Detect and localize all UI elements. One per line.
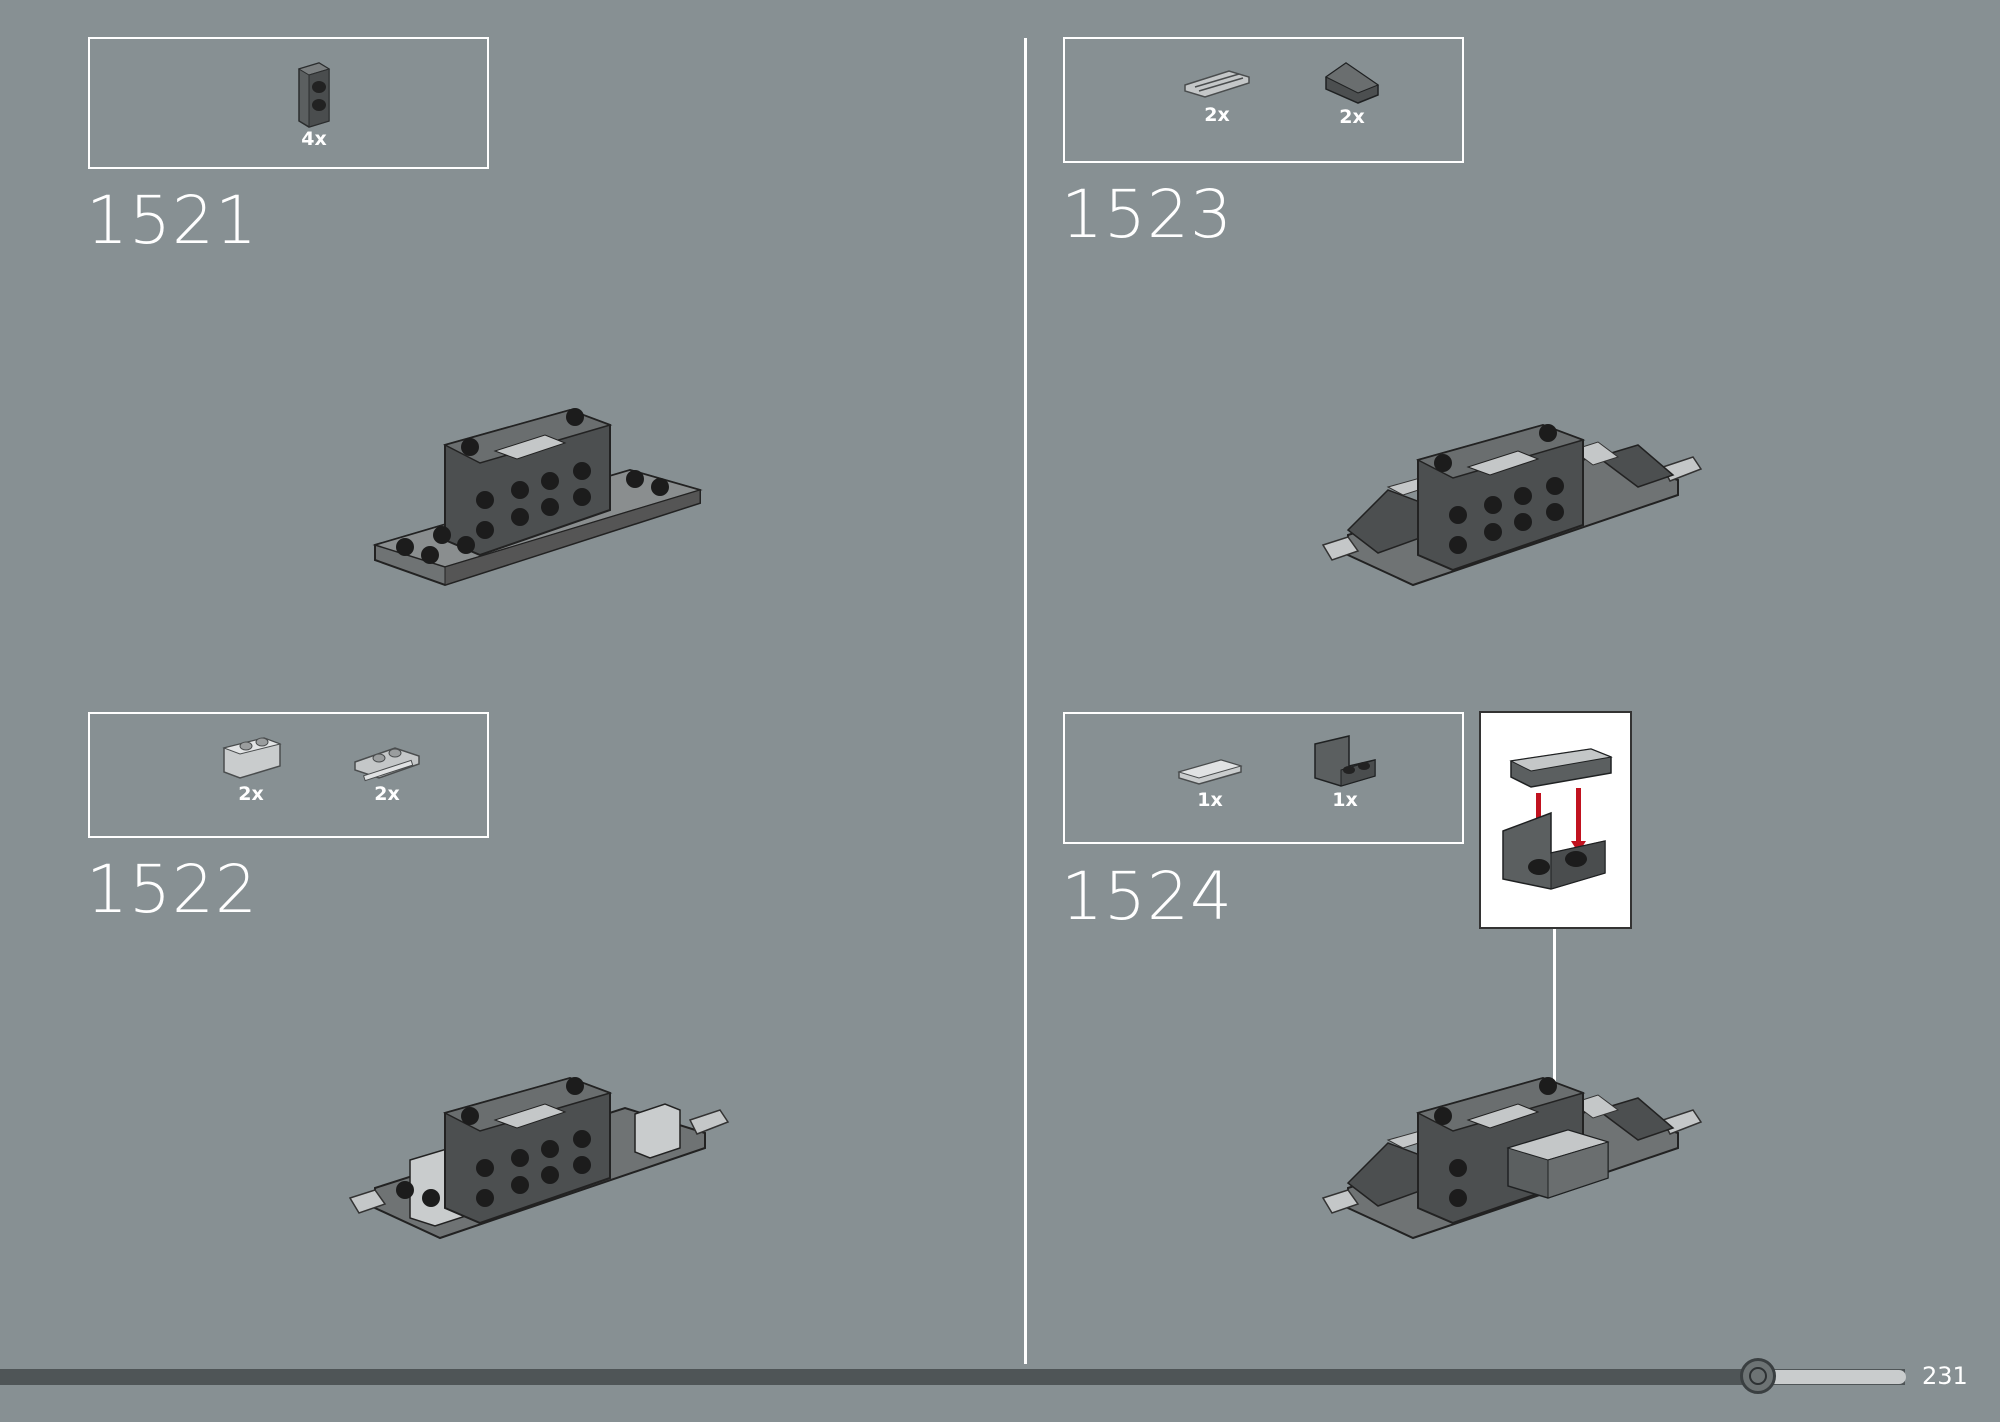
brick-1x2-icon (222, 737, 282, 779)
part-quantity: 1x (1332, 789, 1358, 811)
page-divider (1024, 38, 1027, 1364)
part-quantity: 4x (301, 128, 327, 150)
part-item: 4x (259, 59, 369, 149)
plate-rail-icon (1184, 70, 1250, 98)
step-number: 1524 (1061, 858, 1233, 935)
page-number: 231 (1922, 1362, 1968, 1390)
page-progress-bar[interactable] (0, 1369, 1905, 1385)
part-item: 2x (1297, 57, 1407, 127)
part-item: 2x (332, 740, 442, 804)
step-number: 1523 (1061, 176, 1233, 253)
part-item: 2x (1162, 65, 1272, 125)
part-quantity: 2x (374, 783, 400, 805)
part-item: 1x (1155, 754, 1265, 810)
step-number: 1522 (86, 851, 258, 928)
assembly-model-step-1521 (372, 408, 703, 587)
bracket-icon (1314, 735, 1376, 787)
parts-list-box: 4x (88, 37, 489, 169)
parts-list-box: 1x 1x (1063, 712, 1464, 844)
part-quantity: 1x (1197, 789, 1223, 811)
progress-slider-handle[interactable] (1740, 1358, 1776, 1394)
part-item: 1x (1290, 734, 1400, 810)
part-quantity: 2x (1204, 104, 1230, 126)
progress-remaining (1758, 1370, 1906, 1384)
tile-1x2-icon (1177, 759, 1243, 785)
parts-list-box: 2x 2x (1063, 37, 1464, 163)
assembly-model-step-1523 (1321, 423, 1703, 587)
slope-icon (1325, 62, 1380, 104)
assembly-model-step-1524 (1321, 1076, 1703, 1240)
assembly-model-step-1522 (348, 1076, 730, 1240)
plate-handle-icon (354, 747, 420, 782)
part-item: 2x (196, 734, 306, 804)
brick-1x1-icon (297, 62, 331, 128)
sub-assembly-diagram (1502, 748, 1613, 890)
sub-assembly-callout (1479, 711, 1632, 929)
step-number: 1521 (86, 182, 258, 259)
part-quantity: 2x (238, 783, 264, 805)
part-quantity: 2x (1339, 106, 1365, 128)
callout-arrow (1553, 929, 1556, 1094)
parts-list-box: 2x 2x (88, 712, 489, 838)
